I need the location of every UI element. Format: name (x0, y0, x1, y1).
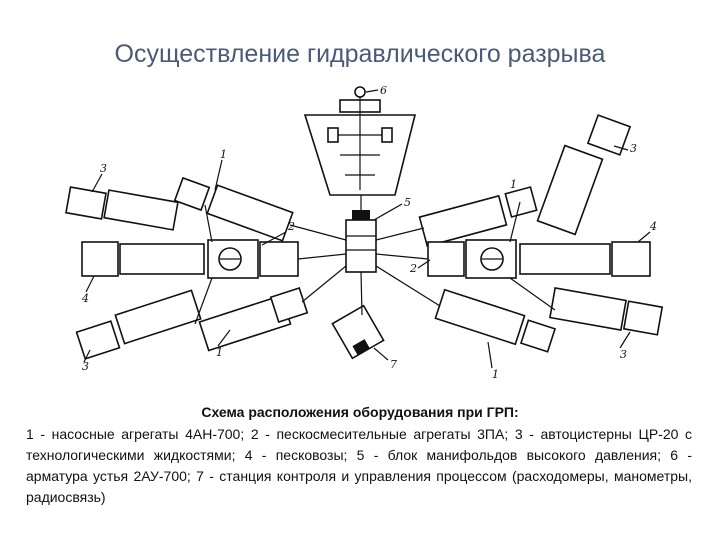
svg-text:5: 5 (404, 196, 411, 209)
label-4-right: 4 (637, 220, 657, 243)
label-6: 6 (365, 84, 387, 97)
svg-text:4: 4 (649, 220, 657, 233)
label-7: 7 (373, 347, 397, 371)
label-2-left: 2 (261, 220, 295, 246)
svg-text:2: 2 (287, 220, 295, 233)
label-1-right: 1 (487, 341, 499, 381)
label-1-right-top: 1 (510, 178, 517, 191)
label-1-bottom: 1 (216, 329, 231, 359)
label-1-top: 1 (214, 148, 227, 191)
label-3-top-left: 3 (91, 162, 107, 193)
label-3-bottom-left: 3 (82, 349, 91, 373)
label-5: 5 (373, 196, 411, 221)
svg-text:3: 3 (100, 162, 107, 175)
left-trucks (65, 176, 309, 360)
svg-text:3: 3 (630, 142, 637, 155)
wellhead-assembly (303, 86, 417, 196)
svg-text:7: 7 (390, 358, 397, 371)
svg-text:1: 1 (220, 148, 227, 161)
manifold-block (345, 195, 377, 273)
caption-body: 1 - насосные агрегаты 4АН-700; 2 - песко… (26, 426, 692, 505)
right-trucks (418, 114, 664, 353)
slide-title: Осуществление гидравлического разрыва (114, 40, 606, 68)
svg-text:6: 6 (380, 84, 387, 97)
svg-text:1: 1 (492, 368, 499, 381)
label-3-bottom-right: 3 (619, 331, 631, 361)
svg-text:2: 2 (409, 262, 417, 275)
svg-text:3: 3 (620, 348, 627, 361)
control-station (331, 304, 385, 360)
caption-title: Схема расположения оборудования при ГРП: (201, 404, 519, 420)
svg-text:1: 1 (510, 178, 517, 191)
equipment-layout-diagram: 1 1 1 1 2 2 3 3 3 3 4 4 5 6 7 (65, 84, 664, 381)
label-3-top-right: 3 (613, 142, 637, 155)
connection-lines (194, 201, 556, 325)
svg-text:1: 1 (216, 346, 223, 359)
label-2-right: 2 (409, 259, 431, 275)
svg-text:4: 4 (81, 292, 89, 305)
label-4-left: 4 (81, 275, 95, 305)
svg-text:3: 3 (82, 360, 89, 373)
